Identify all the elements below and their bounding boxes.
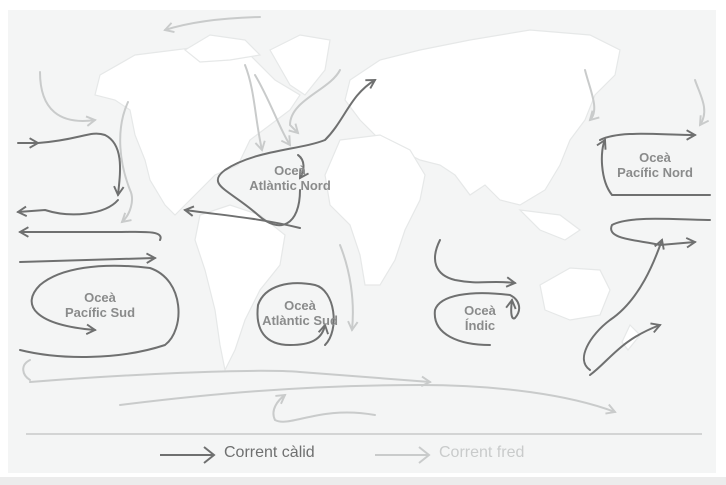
ocean-name-line2: Pacífic Nord xyxy=(617,165,693,180)
ocean-name-line1: Oceà xyxy=(464,303,496,318)
arctic-islands xyxy=(183,34,262,63)
ocean-name-line2: Atlàntic Sud xyxy=(262,313,338,328)
ocean-name-line2: Pacífic Sud xyxy=(64,305,136,320)
australia xyxy=(539,267,611,321)
ocean-name-line2: Índic xyxy=(464,318,496,333)
ocean-name-line2: Atlàntic Nord xyxy=(249,178,331,193)
ocean-name-line1: Oceà xyxy=(274,163,306,178)
ocean-name-line1: Oceà xyxy=(284,298,316,313)
ocean-name-line1: Oceà xyxy=(639,150,671,165)
cold-currents xyxy=(22,16,710,423)
legend-cold-label: Corrent fred xyxy=(439,444,525,461)
legend-cold-arrow xyxy=(375,446,431,464)
southeast-asia xyxy=(518,209,582,241)
bottom-bar xyxy=(0,477,726,485)
south-america xyxy=(194,204,286,372)
warm-currents xyxy=(16,79,711,376)
africa xyxy=(324,134,426,286)
legend-warm-label: Corrent càlid xyxy=(224,444,315,461)
continents xyxy=(94,29,641,372)
ocean-name-line1: Oceà xyxy=(84,290,116,305)
greenland xyxy=(269,34,331,96)
new-zealand xyxy=(621,323,641,351)
legend-warm-arrow xyxy=(160,446,216,464)
